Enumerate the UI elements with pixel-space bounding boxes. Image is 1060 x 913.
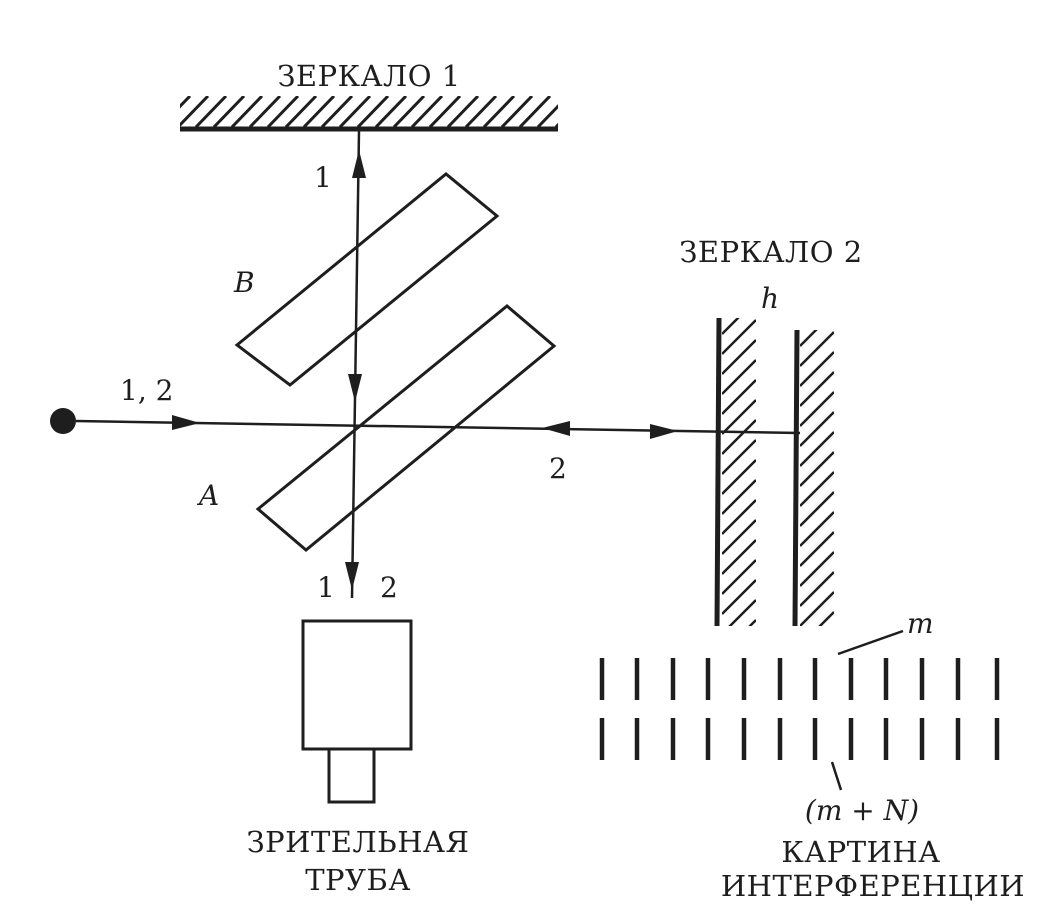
mirror-2-surface-1 bbox=[714, 317, 722, 627]
telescope-label-line-1: ЗРИТЕЛЬНАЯ bbox=[247, 825, 470, 859]
hatch-line bbox=[800, 330, 818, 347]
beam-arrow-left bbox=[542, 421, 570, 436]
hatch-line bbox=[728, 599, 756, 626]
gap-label: h bbox=[761, 282, 779, 315]
mirror-1-label: ЗЕРКАЛО 1 bbox=[277, 59, 460, 93]
hatch-line bbox=[800, 371, 834, 407]
hatch-line bbox=[536, 104, 558, 127]
mirror-2-surface-2 bbox=[792, 329, 800, 627]
light-source bbox=[50, 408, 76, 434]
output-2-label: 2 bbox=[380, 571, 398, 604]
hatch-line bbox=[800, 451, 834, 487]
hatch-line bbox=[482, 96, 516, 127]
hatch-line bbox=[818, 611, 834, 626]
hatch-line bbox=[800, 491, 834, 527]
leader-m-plus-n bbox=[830, 761, 843, 791]
hatch-line bbox=[722, 519, 756, 555]
hatch-line bbox=[722, 559, 756, 595]
hatch-line bbox=[722, 479, 756, 515]
hatch-line bbox=[464, 96, 498, 127]
leader-m bbox=[837, 629, 904, 656]
telescope-label-line-2: ТРУБА bbox=[305, 863, 411, 897]
beam-arrow-right bbox=[650, 424, 678, 439]
output-1-label: 1 bbox=[317, 571, 335, 604]
hatch-line bbox=[194, 96, 228, 127]
hatch-line bbox=[800, 551, 834, 587]
hatch-line bbox=[800, 331, 834, 367]
plate-a-label: A bbox=[196, 479, 219, 512]
hatch-line bbox=[722, 579, 756, 615]
beam-arrow-down-1 bbox=[348, 374, 362, 402]
telescope bbox=[301, 619, 413, 804]
beam-arrow-in bbox=[172, 415, 200, 430]
hatch-line bbox=[180, 96, 192, 109]
hatch-line bbox=[410, 96, 444, 127]
hatch-line bbox=[374, 96, 408, 127]
hatch-line bbox=[320, 96, 354, 127]
hatch-line bbox=[800, 531, 834, 567]
hatch-line bbox=[356, 96, 390, 127]
hatch-line bbox=[800, 351, 834, 387]
mirror-2-label: ЗЕРКАЛО 2 bbox=[679, 235, 862, 269]
hatch-line bbox=[722, 399, 756, 435]
hatch-line bbox=[518, 96, 552, 127]
hatch-line bbox=[284, 96, 318, 127]
hatch-line bbox=[338, 96, 372, 127]
hatch-line bbox=[392, 96, 426, 127]
hatch-line bbox=[722, 319, 756, 355]
beam-arrow-down-2 bbox=[345, 562, 359, 590]
hatch-line bbox=[800, 511, 834, 547]
hatch-line bbox=[722, 660, 756, 694]
beam-arrow-up bbox=[352, 150, 366, 178]
hatch-line bbox=[500, 96, 534, 127]
plate-b-label: B bbox=[233, 266, 255, 299]
hatch-line bbox=[800, 591, 834, 626]
hatch-line bbox=[554, 122, 558, 127]
hatch-line bbox=[428, 96, 462, 127]
mirror-2 bbox=[714, 317, 834, 694]
vertical-beam bbox=[350, 130, 361, 599]
pattern-label-line-2: ИНТЕРФЕРЕНЦИИ bbox=[721, 869, 1025, 903]
hatch-line bbox=[800, 391, 834, 427]
hatch-line bbox=[722, 359, 756, 395]
hatch-line bbox=[800, 411, 834, 447]
hatch-line bbox=[722, 640, 756, 674]
fringe-row-bottom bbox=[599, 718, 1000, 760]
hatch-line bbox=[302, 96, 336, 127]
beam-1-label: 1 bbox=[314, 161, 332, 194]
fringe-m-plus-n-label: (m + N) bbox=[805, 794, 919, 827]
mirror-1 bbox=[180, 96, 604, 132]
pattern-label-line-1: КАРТИНА bbox=[781, 835, 940, 869]
plate-b bbox=[234, 172, 500, 387]
hatch-line bbox=[722, 439, 756, 475]
fringe-row-top bbox=[599, 658, 1000, 700]
hatch-line bbox=[800, 471, 834, 507]
hatch-line bbox=[574, 96, 604, 127]
hatch-line bbox=[180, 96, 210, 127]
beam-2-label: 2 bbox=[549, 452, 567, 485]
hatch-line bbox=[212, 96, 246, 127]
hatch-line bbox=[722, 379, 756, 415]
hatch-line bbox=[722, 339, 756, 375]
hatch-line bbox=[800, 431, 834, 467]
hatch-line bbox=[748, 619, 756, 626]
hatch-line bbox=[722, 499, 756, 535]
hatch-line bbox=[446, 96, 480, 127]
fringe-m-label: m bbox=[907, 607, 934, 640]
hatch-line bbox=[800, 571, 834, 607]
hatch-line bbox=[722, 539, 756, 575]
hatch-line bbox=[230, 96, 264, 127]
beam-in-label: 1, 2 bbox=[120, 374, 173, 407]
hatch-line bbox=[266, 96, 300, 127]
hatch-line bbox=[722, 419, 756, 455]
hatch-line bbox=[722, 459, 756, 495]
plate-a bbox=[255, 304, 557, 552]
hatch-line bbox=[722, 318, 740, 335]
hatch-line bbox=[248, 96, 282, 127]
